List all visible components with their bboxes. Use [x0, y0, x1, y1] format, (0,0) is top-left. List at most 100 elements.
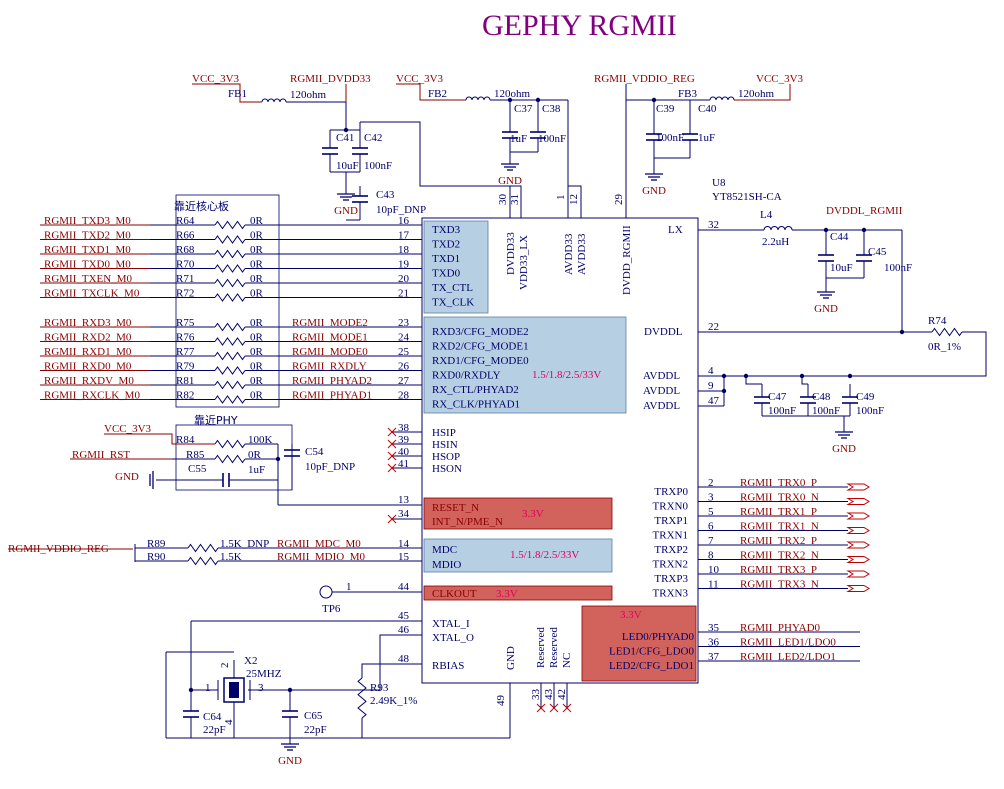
crystal-core	[229, 682, 239, 698]
reset-pin-number: 13	[398, 494, 410, 506]
ground-label: GND	[334, 205, 358, 217]
cap-c37-ref: C37	[514, 103, 533, 115]
testpoint-ref: TP6	[322, 603, 341, 615]
ferrite-coil-symbol	[709, 96, 735, 101]
frame-label-near-core: 靠近核心板	[174, 199, 229, 213]
top-pin-name: AVDD33	[576, 233, 588, 275]
trx-pin-number: 8	[708, 550, 714, 562]
rx-resistor-ref: R77	[176, 346, 195, 358]
vddio-net-label: RGMII_VDDIO_REG	[594, 73, 695, 85]
tx-pin-name: TX_CLK	[432, 297, 474, 309]
reset-voltage-note: 3.3V	[522, 508, 544, 520]
trx-net-label: RGMII_TRX0_N	[740, 492, 819, 504]
trx-pin-number: 3	[708, 492, 714, 504]
diff-pair-port-symbol	[846, 483, 870, 491]
dvddl-pin-name: DVDDL	[644, 326, 683, 338]
xtal-ref: X2	[244, 655, 257, 667]
resistor-symbol	[214, 380, 246, 390]
inductor-ref: L4	[760, 209, 773, 221]
rbias-pin-number: 48	[398, 653, 410, 665]
testpoint-pin-number: 1	[346, 581, 352, 593]
trx-pin-number: 2	[708, 477, 714, 489]
cap-c47-value: 100nF	[768, 405, 796, 417]
r74-ref: R74	[928, 315, 947, 327]
int-pin-number: 34	[398, 508, 410, 520]
gnd-pin-number: 49	[495, 695, 507, 707]
mdc-net-label: RGMII_MDC_M0	[277, 538, 361, 550]
resistor-symbol	[214, 454, 246, 464]
rx-resistor-ref: R75	[176, 317, 195, 329]
hsi-pin-number: 40	[398, 446, 410, 458]
tx-resistor-ref: R68	[176, 244, 195, 256]
mdc-pin-number: 14	[398, 538, 410, 550]
resistor-symbol	[214, 366, 246, 375]
led-pin-number: 35	[708, 622, 720, 634]
cap-c38-value: 100nF	[538, 133, 566, 145]
led-net-label: RGMII_PHYAD0	[740, 622, 821, 634]
resistor-symbol	[214, 220, 246, 230]
top-pin-name: VDD33_LX	[518, 235, 530, 290]
gnd-label-reset: GND	[115, 471, 139, 483]
rx-resistor-value: 0R	[250, 317, 264, 329]
no-connect-mark	[387, 463, 397, 473]
resistor-symbol	[931, 327, 963, 337]
trx-net-label: RGMII_TRX3_P	[740, 564, 817, 576]
mdc-pin-name: MDC	[432, 544, 457, 556]
rx-net-label: RGMII_RXCLK_M0	[44, 390, 140, 402]
wire	[360, 121, 510, 187]
trx-net-label: RGMII_TRX0_P	[740, 477, 817, 489]
reset-r84-ref: R84	[176, 434, 195, 446]
reset-r85-value: 0R	[248, 449, 262, 461]
rx-pin-number: 28	[398, 390, 410, 402]
led-pin-number: 36	[708, 637, 720, 649]
junction-dot	[799, 373, 805, 379]
diff-pair-port-symbol	[846, 512, 870, 520]
junction-dot	[343, 127, 349, 133]
ferrite-fb3-ref: FB3	[678, 88, 697, 100]
junction-dot	[507, 97, 513, 103]
cap-c64-ref: C64	[203, 711, 222, 723]
resistor-symbol	[187, 543, 219, 553]
lx-pin-number: 32	[708, 219, 719, 231]
wire	[361, 663, 422, 678]
ground-label: GND	[832, 443, 856, 455]
xtal-pin-2: 2	[219, 663, 231, 669]
no-connect-mark	[387, 427, 397, 437]
wire	[734, 84, 791, 101]
rx-config-label: RGMII_MODE2	[292, 317, 368, 329]
reset-int-pin-group	[423, 497, 613, 530]
rx-config-label: RGMII_RXDLY	[292, 361, 367, 373]
rx-resistor-value: 0R	[250, 361, 264, 373]
cap-c44-value: 10uF	[830, 262, 853, 274]
rx-pin-number: 24	[398, 332, 410, 344]
vcc-label-fb3: VCC_3V3	[756, 73, 804, 85]
rx-pin-name: RXD1/CFG_MODE0	[432, 355, 529, 367]
rx-pin-number: 26	[398, 361, 410, 373]
mdio-r90-value: 1.5K	[220, 551, 242, 563]
tx-net-label: RGMII_TXEN_M0	[44, 273, 132, 285]
vcc-label-reset: VCC_3V3	[104, 423, 152, 435]
tx-net-label: RGMII_TXCLK_M0	[44, 288, 140, 300]
trx-pin-name: TRXN1	[653, 530, 688, 542]
top-pin-name: DVDD33	[505, 232, 517, 275]
resistor-symbol	[214, 249, 246, 259]
junction-dot	[899, 329, 905, 335]
resistor-symbol	[214, 337, 246, 346]
trx-pin-number: 6	[708, 521, 714, 533]
rx-config-label: RGMII_MODE1	[292, 332, 368, 344]
no-connect-mark	[536, 703, 546, 713]
led-pin-group	[581, 605, 697, 682]
diff-pair-port-symbol	[846, 556, 870, 563]
mdio-r89-ref: R89	[147, 538, 166, 550]
led-pin-name: LED1/CFG_LDO0	[609, 646, 694, 658]
diff-pair-port-symbol	[846, 527, 870, 534]
rx-net-label: RGMII_RXD2_M0	[44, 332, 132, 344]
hsi-pin-name: HSIN	[432, 439, 458, 451]
trx-net-label: RGMII_TRX1_P	[740, 506, 817, 518]
top-pin-name: AVDD33	[563, 233, 575, 275]
resistor-symbol	[214, 395, 246, 404]
rbias-ref: R93	[370, 682, 389, 694]
bottom-pin-name: NC	[561, 653, 573, 668]
hsi-pin-name: HSOP	[432, 451, 460, 463]
hsi-pin-number: 38	[398, 422, 410, 434]
